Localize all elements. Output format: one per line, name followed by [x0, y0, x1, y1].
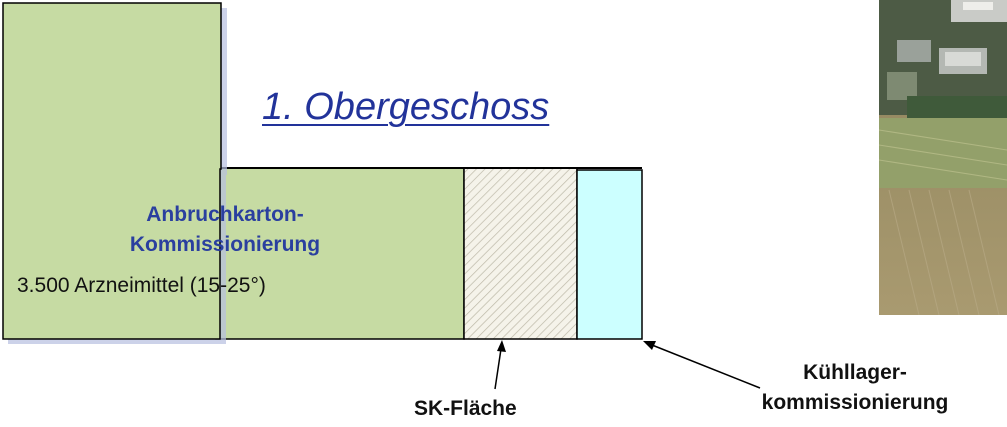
picking-area-tall-block — [2, 2, 222, 340]
picking-area-label-line1: Anbruchkarton- — [146, 203, 304, 226]
cold-storage-label-line2: kommissionierung — [761, 391, 949, 414]
picking-area-label: Anbruchkarton- Kommissionierung — [60, 200, 390, 260]
sk-arrow — [494, 340, 506, 390]
sk-area-label: SK-Fläche — [414, 397, 517, 420]
aerial-photo — [879, 0, 1007, 315]
cold-storage-label: Kühllager- kommissionierung — [705, 358, 1005, 418]
picking-area-label-line2: Kommissionierung — [129, 233, 321, 256]
cold-storage-area — [576, 169, 643, 340]
picking-area-main — [215, 167, 465, 340]
diagram-title: 1. Obergeschoss — [262, 86, 550, 128]
cold-storage-arrow — [643, 341, 761, 389]
cold-storage-label-line1: Kühllager- — [803, 361, 907, 384]
picking-area-detail: 3.500 Arzneimittel (15-25°) — [17, 274, 266, 297]
sk-area — [463, 167, 578, 340]
